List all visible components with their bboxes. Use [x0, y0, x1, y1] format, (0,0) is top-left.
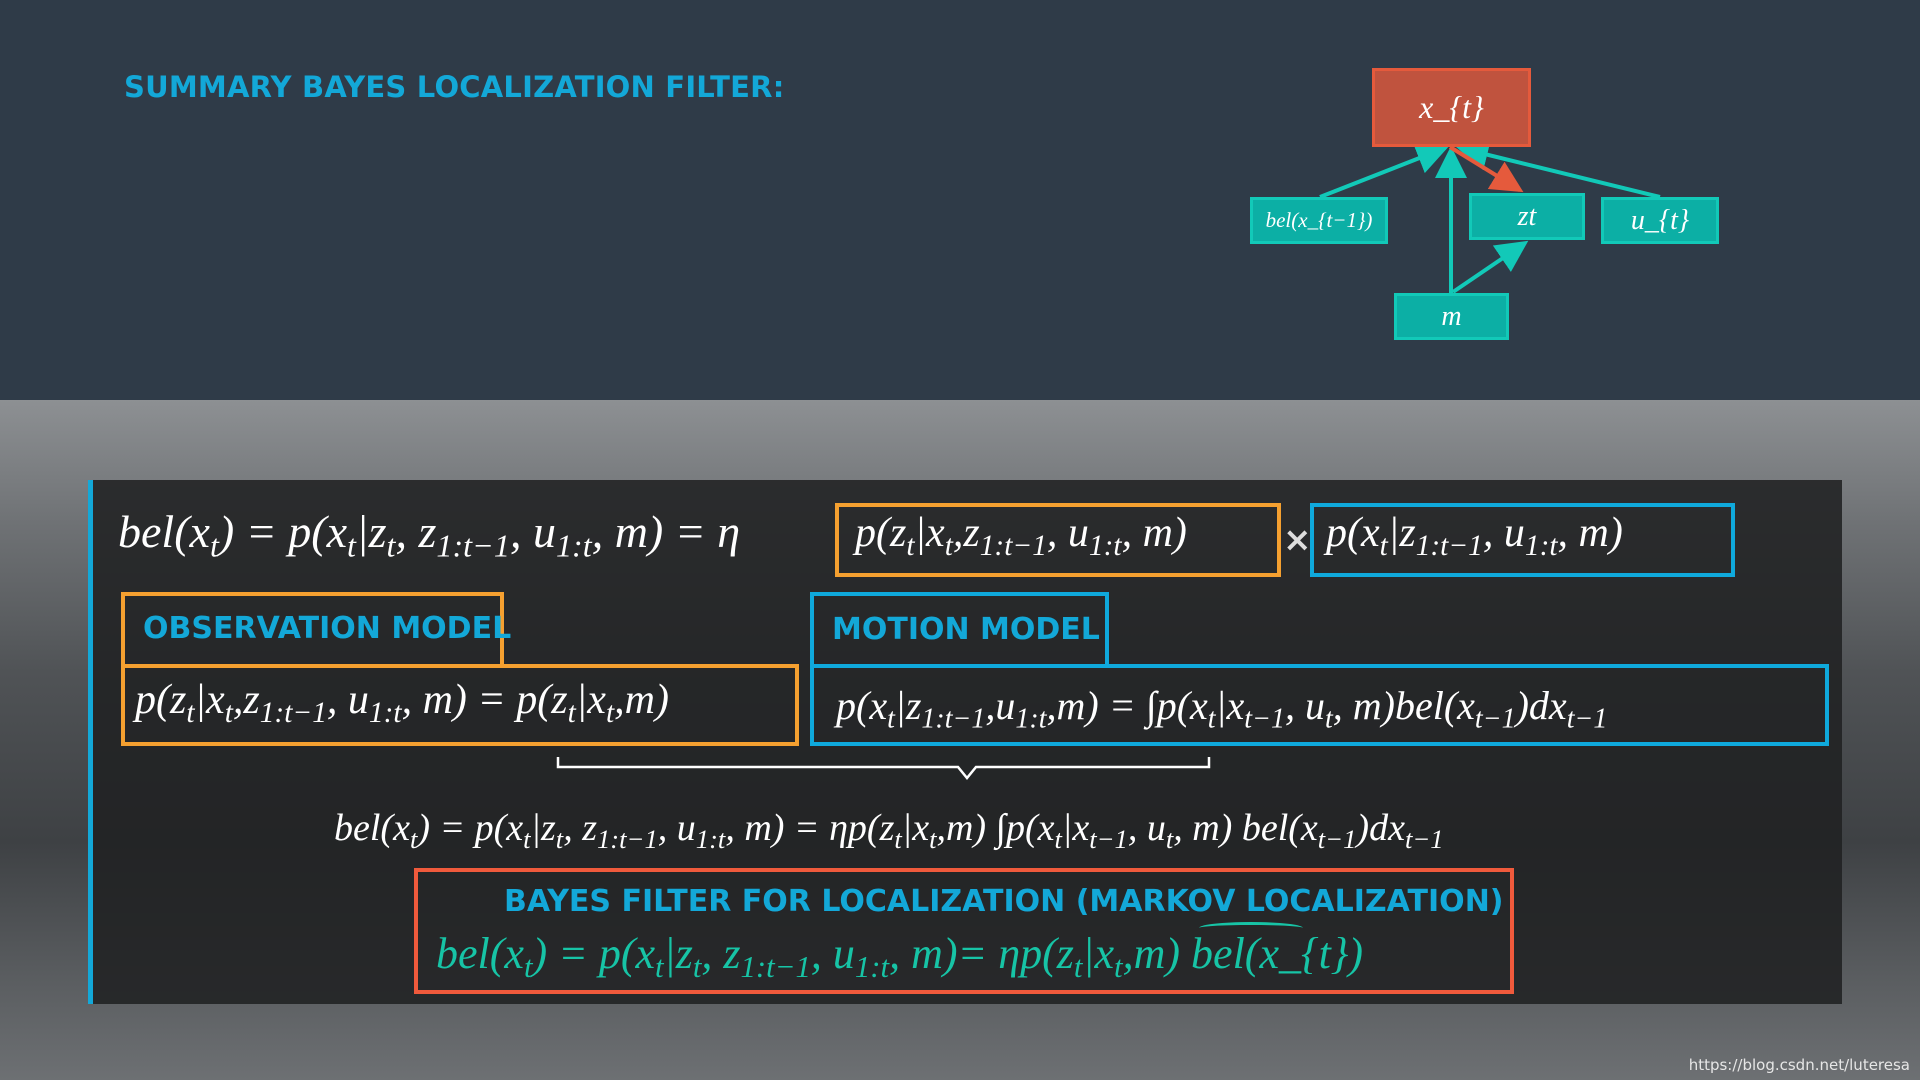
- motion-model-label: MOTION MODEL: [832, 612, 1100, 647]
- header-band: [0, 0, 1920, 400]
- node-bel-label: bel(x_{t−1}): [1265, 208, 1373, 232]
- node-bel-prev: bel(x_{t−1}): [1250, 197, 1388, 244]
- main-equation: bel(xt) = p(xt|zt, z1:t−1, u1:t, m) = η: [118, 506, 741, 564]
- combine-bracket: [556, 757, 1211, 780]
- node-xt-label: x_{t}: [1419, 89, 1484, 125]
- edge-ut-to-xt: [1456, 139, 1661, 199]
- slide-title: SUMMARY BAYES LOCALIZATION FILTER:: [124, 70, 785, 104]
- motion-formula: p(xt|z1:t−1,u1:t,m) = ∫p(xt|xt−1, ut, m)…: [836, 683, 1608, 735]
- edge-m-to-zt: [1451, 240, 1529, 294]
- bel-bar: bel(x_{t}): [1191, 922, 1364, 979]
- edge-xt-to-zt: [1448, 145, 1524, 193]
- diagram-edges: [1319, 139, 1661, 294]
- node-m-label: m: [1441, 300, 1462, 332]
- observation-model-label: OBSERVATION MODEL: [143, 611, 512, 646]
- observation-term: p(zt|xt,z1:t−1, u1:t, m): [855, 510, 1187, 562]
- node-zt: zt: [1469, 193, 1585, 240]
- bayes-formula-main: bel(xt) = p(xt|zt, z1:t−1, u1:t, m)= ηp(…: [436, 929, 1192, 985]
- hat-accent: [1199, 922, 1304, 934]
- motion-term: p(xt|z1:t−1, u1:t, m): [1326, 510, 1623, 562]
- observation-formula-box: [121, 664, 799, 746]
- node-ut-label: u_{t}: [1630, 204, 1690, 236]
- node-zt-label: zt: [1517, 200, 1537, 232]
- watermark: https://blog.csdn.net/luteresa: [1688, 1056, 1910, 1074]
- node-xt: x_{t}: [1372, 68, 1531, 147]
- node-ut: u_{t}: [1601, 197, 1719, 244]
- observation-formula: p(zt|xt,z1:t−1, u1:t, m) = p(zt|xt,m): [135, 677, 669, 729]
- observation-term-box: [835, 503, 1281, 577]
- motion-formula-box: [810, 664, 1829, 746]
- bel-bar-text: bel(x_{t}): [1191, 929, 1364, 978]
- motion-term-box: [1310, 503, 1735, 577]
- edge-bel-to-xt: [1319, 143, 1449, 199]
- node-m: m: [1394, 293, 1509, 340]
- bayes-filter-label: BAYES FILTER FOR LOCALIZATION (MARKOV LO…: [504, 884, 1504, 919]
- times-sign: ×: [1283, 520, 1312, 560]
- combined-equation: bel(xt) = p(xt|zt, z1:t−1, u1:t, m) = ηp…: [334, 807, 1444, 854]
- bayes-filter-box: [414, 868, 1514, 994]
- bayes-filter-formula: bel(xt) = p(xt|zt, z1:t−1, u1:t, m)= ηp(…: [436, 922, 1364, 985]
